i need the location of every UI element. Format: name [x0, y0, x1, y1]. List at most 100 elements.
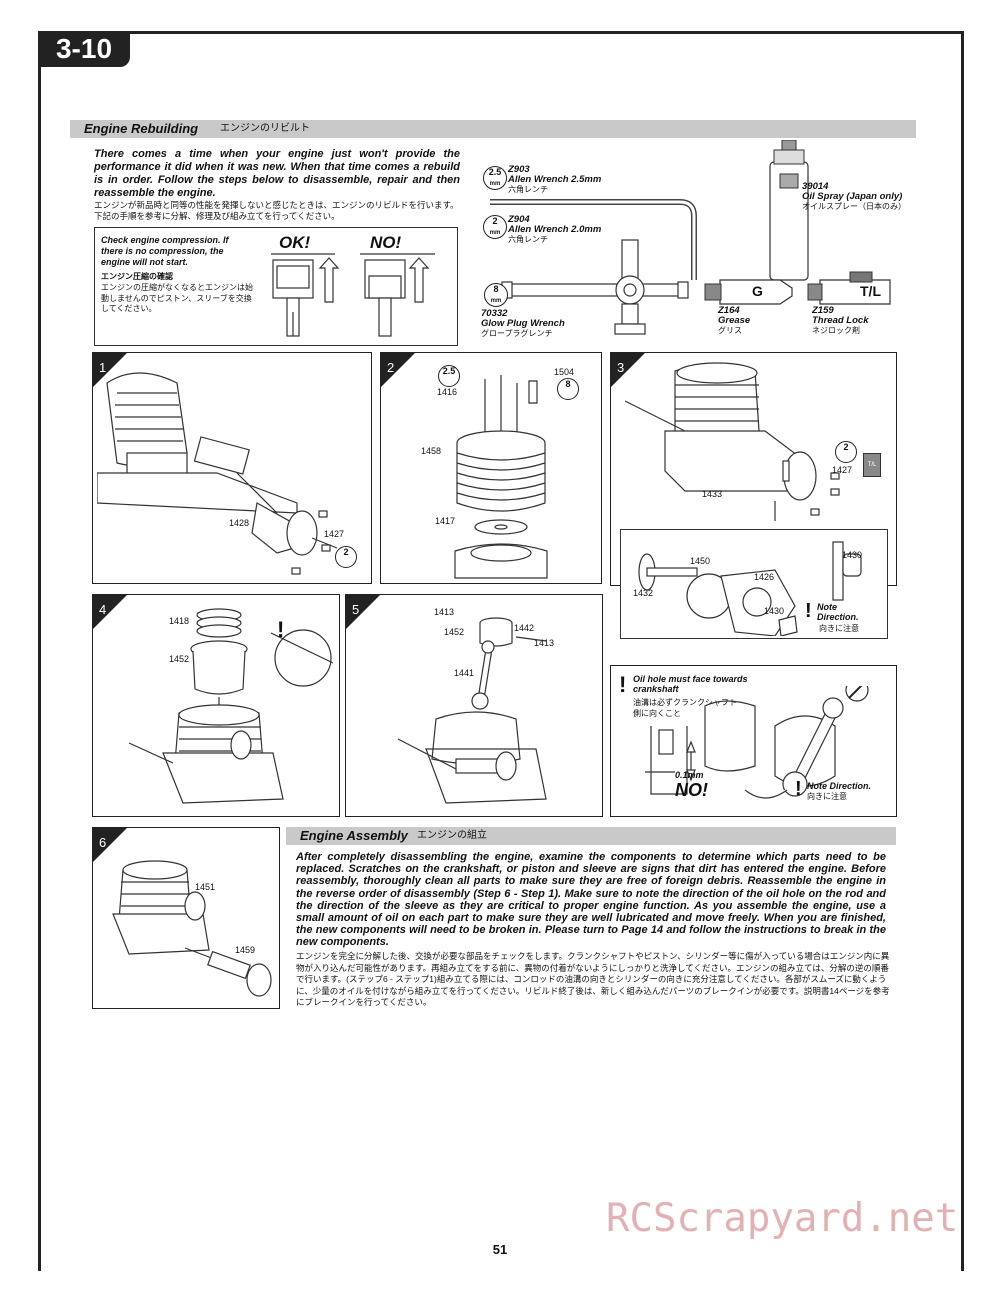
step-4-illustration — [128, 608, 333, 804]
step-3-detail-box: 1450 1426 1432 1430 1430 ! Note Directio… — [620, 529, 888, 639]
step-6-part-1: 1459 — [235, 945, 256, 955]
compression-check-box: Check engine compression. If there is no… — [94, 227, 458, 346]
step-2-plug-wrench-icon: 8 — [557, 378, 579, 400]
step-1-illustration — [97, 372, 338, 575]
step-1-part-1: 1427 — [324, 529, 345, 539]
step-4-warning-icon: ! — [277, 617, 285, 642]
oil-hole-no: NO! — [675, 780, 708, 800]
tool-z159-name: Thread Lock — [812, 315, 869, 326]
assembly-title: Engine Assembly — [300, 828, 408, 843]
step-3-tab — [611, 353, 645, 387]
tool-z904-name: Allen Wrench 2.0mm — [508, 224, 602, 235]
page-border-top — [38, 31, 964, 34]
compression-heading-jp: エンジン圧縮の確認 — [101, 272, 173, 281]
step-3-part-3: 1426 — [754, 572, 775, 582]
step-3-note-jp: 向きに注意 — [819, 624, 859, 633]
tool-39014-name: Oil Spray (Japan only) — [802, 191, 903, 202]
step-3-threadlock-icon: T/L — [863, 453, 881, 477]
assembly-text-jp: エンジンを完全に分解した後、交換が必要な部品をチェックをします。クランクシャフト… — [296, 951, 890, 1007]
step-3-part-5: 1430 — [764, 606, 785, 616]
step-2-part-2: 1458 — [421, 446, 442, 456]
step-2-illustration — [454, 375, 548, 579]
tool-z903-jp: 六角レンチ — [508, 185, 548, 194]
step-4-number: 4 — [99, 602, 107, 617]
page-number: 51 — [492, 1242, 508, 1257]
step-4-part-1: 1452 — [169, 654, 190, 664]
oil-hole-note-jp: 向きに注意 — [807, 792, 847, 801]
step-3-part-6: 1430 — [842, 550, 863, 560]
step-2-number: 2 — [387, 360, 395, 375]
tool-z159-code: Z159 — [812, 305, 834, 316]
assembly-text: After completely disassembling the engin… — [296, 851, 886, 949]
step-3-allen-icon: 2 — [835, 441, 857, 463]
step-3-part-2: 1450 — [690, 556, 711, 566]
rebuild-title: Engine Rebuilding — [84, 121, 199, 136]
tool-z164-code: Z164 — [718, 305, 740, 316]
page-border-left — [38, 31, 41, 1271]
step-1-allen-icon: 2 — [335, 546, 357, 568]
step-panel-6: 6 1451 1459 — [92, 827, 280, 1009]
step-3-engine-illustration — [625, 362, 840, 521]
no-label: NO! — [370, 233, 402, 252]
rebuild-section-bar: Engine Rebuilding エンジンのリビルト — [70, 120, 916, 138]
rebuild-intro: There comes a time when your engine just… — [94, 148, 460, 199]
step-panel-4: 4 1418 1452 ! — [92, 594, 340, 817]
tool-39014-code: 39014 — [802, 181, 829, 192]
rebuild-intro-jp: エンジンが新品時と同等の性能を発揮しないと感じたときは、エンジンのリビルドを行い… — [94, 200, 459, 221]
step-3-note: Note Direction. — [817, 602, 859, 622]
step-1-number: 1 — [99, 360, 107, 375]
step-5-part-2: 1442 — [514, 623, 535, 633]
tool-70332-name: Glow Plug Wrench — [481, 318, 565, 329]
oil-hole-illustration — [645, 686, 869, 799]
step-6-number: 6 — [99, 835, 107, 850]
tool-z903-name: Allen Wrench 2.5mm — [508, 174, 602, 185]
step-3-part-1: 1433 — [702, 489, 723, 499]
compression-illustration — [271, 253, 435, 337]
step-number: 3-10 — [55, 33, 113, 64]
step-5-illustration — [397, 617, 547, 804]
step-5-part-0: 1413 — [434, 607, 455, 617]
assembly-title-jp: エンジンの組立 — [417, 830, 487, 841]
threadlock-tube-label: T/L — [860, 283, 881, 299]
step-5-part-4: 1441 — [454, 668, 475, 678]
tool-70332-jp: グロープラグレンチ — [481, 329, 553, 338]
oil-hole-detail-box: ! Oil hole must face towards crankshaft … — [610, 665, 897, 817]
tool-39014-jp: オイルスプレー（日本のみ） — [802, 202, 906, 211]
step-panel-3: 3 2 1427 T/L 1433 1450 1426 1432 1430 14… — [610, 352, 897, 639]
oil-hole-note: Note Direction. — [807, 781, 872, 791]
step-4-part-0: 1418 — [169, 616, 190, 626]
step-6-illustration — [112, 860, 272, 997]
step-3-part-4: 1432 — [633, 588, 654, 598]
step-5-tab — [346, 595, 380, 629]
grease-tube-label: G — [752, 283, 763, 299]
tools-illustration — [490, 140, 891, 335]
step-6-tab — [93, 828, 127, 862]
ok-label: OK! — [279, 233, 311, 252]
watermark: RCScrapyard.net — [606, 1196, 959, 1241]
tool-z903-code: Z903 — [508, 164, 530, 175]
step-2-part-1: 1504 — [554, 367, 575, 377]
compression-text-jp: エンジンの圧縮がなくなるとエンジンは始動しませんのでピストン、スリーブを交換して… — [101, 283, 253, 313]
rebuild-title-jp: エンジンのリビルト — [220, 123, 310, 134]
step-panel-5: 5 1413 1452 1442 1413 1441 — [345, 594, 603, 817]
assembly-section-bar: Engine Assembly エンジンの組立 — [286, 827, 896, 845]
compression-text: Check engine compression. If there is no… — [101, 235, 229, 267]
step-3-detail-illustration — [638, 541, 862, 636]
step-5-part-3: 1413 — [534, 638, 555, 648]
oil-hole-text-jp: 油溝は必ずクランクシャフト側に向くこと — [633, 698, 737, 718]
oil-hole-gap: 0.1mm — [675, 770, 704, 780]
step-2-part-0: 1416 — [437, 387, 458, 397]
step-1-part-0: 1428 — [229, 518, 250, 528]
step-2-allen-icon: 2.5 — [438, 365, 460, 387]
tool-z904-code: Z904 — [508, 214, 530, 225]
step-5-part-1: 1452 — [444, 627, 465, 637]
step-2-part-3: 1417 — [435, 516, 456, 526]
step-4-tab — [93, 595, 127, 629]
step-badge: 3-10 — [38, 31, 130, 67]
step-3-number: 3 — [617, 360, 625, 375]
tool-70332-code: 70332 — [481, 308, 508, 319]
tool-z904-jp: 六角レンチ — [508, 235, 548, 244]
